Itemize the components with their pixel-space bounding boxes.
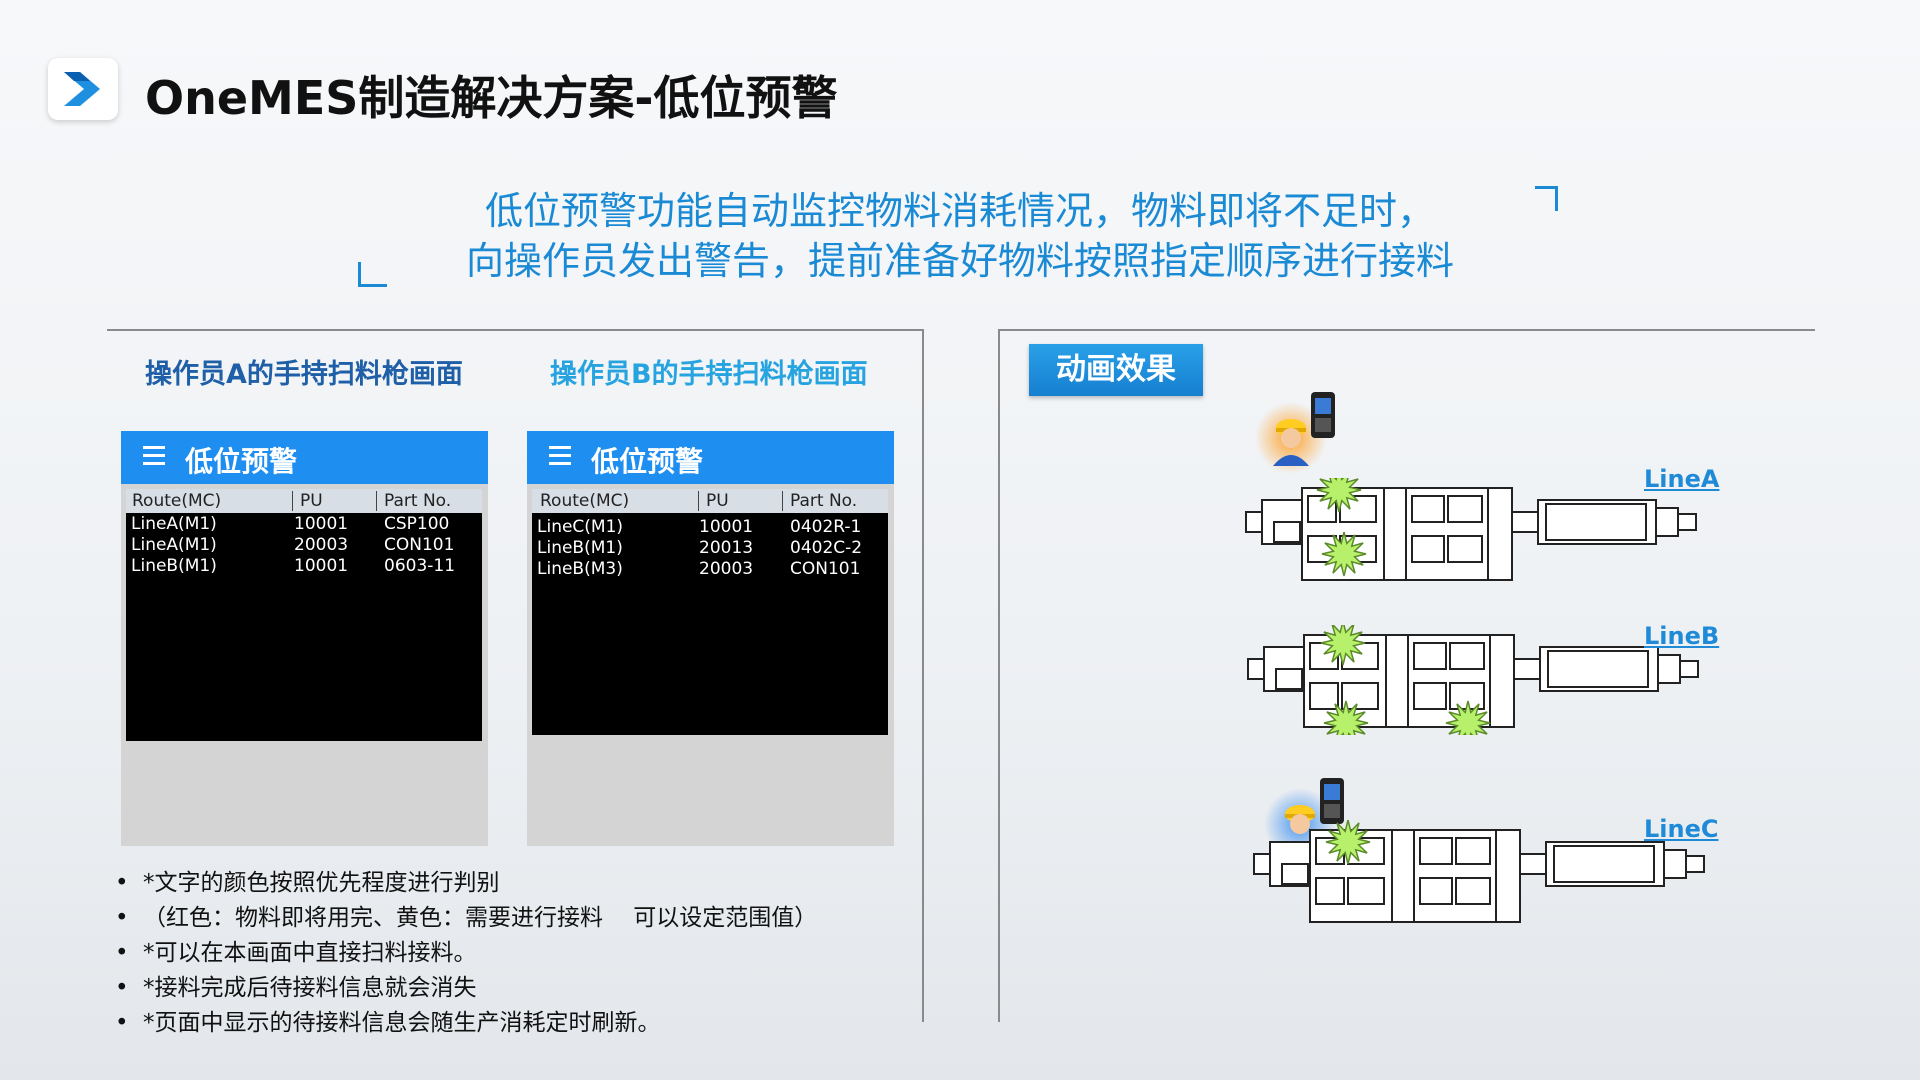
bracket-top-right bbox=[1535, 186, 1558, 211]
alert-burst-icon bbox=[1325, 820, 1371, 865]
list-item: *页面中显示的待接料信息会随生产消耗定时刷新。 bbox=[115, 1006, 817, 1041]
col-route: Route(MC) bbox=[540, 491, 630, 511]
bracket-bottom-left bbox=[358, 262, 387, 287]
alert-burst-icon bbox=[1320, 625, 1366, 666]
operator-a-label: 操作员A的手持扫料枪画面 bbox=[145, 359, 463, 390]
intro-line-2: 向操作员发出警告，提前准备好物料按照指定顺序进行接料 bbox=[465, 239, 1454, 283]
alert-table-b: Route(MC) PU Part No. LineC(M1) 10001 04… bbox=[532, 489, 888, 735]
screen-header-a: 低位预警 bbox=[121, 431, 488, 484]
animation-label: 动画效果 bbox=[1029, 344, 1203, 396]
table-row[interactable]: LineB(M1) 10001 0603-11 bbox=[131, 556, 456, 576]
table-header-b: Route(MC) PU Part No. bbox=[532, 489, 888, 513]
table-header-a: Route(MC) PU Part No. bbox=[126, 489, 482, 513]
alert-burst-icon bbox=[1323, 700, 1369, 735]
list-item: *接料完成后待接料信息就会消失 bbox=[115, 971, 817, 1006]
handheld-screen-a: 低位预警 Route(MC) PU Part No. LineA(M1) 100… bbox=[121, 431, 488, 846]
col-pu: PU bbox=[706, 491, 729, 511]
alert-burst-icon bbox=[1316, 478, 1362, 513]
left-panel-top-border bbox=[107, 329, 922, 331]
hamburger-menu-icon[interactable] bbox=[143, 446, 165, 470]
col-part: Part No. bbox=[790, 491, 858, 511]
operator-b-label: 操作员B的手持扫料枪画面 bbox=[550, 359, 868, 390]
production-line-machine bbox=[1247, 625, 1699, 735]
col-part: Part No. bbox=[384, 491, 452, 511]
hamburger-menu-icon[interactable] bbox=[549, 446, 571, 470]
col-route: Route(MC) bbox=[132, 491, 222, 511]
chevron-right-icon bbox=[64, 72, 100, 106]
table-row[interactable]: LineB(M1) 20013 0402C-2 bbox=[537, 538, 863, 558]
production-line-machine bbox=[1245, 478, 1697, 581]
handheld-screen-b: 低位预警 Route(MC) PU Part No. LineC(M1) 100… bbox=[527, 431, 894, 846]
line-c-label: LineC bbox=[1644, 815, 1719, 843]
screen-title-b: 低位预警 bbox=[591, 445, 704, 478]
intro-line-1: 低位预警功能自动监控物料消耗情况，物料即将不足时， bbox=[484, 189, 1435, 233]
line-b-label: LineB bbox=[1644, 622, 1720, 650]
production-line-machine bbox=[1253, 820, 1705, 923]
page-title: OneMES制造解决方案-低位预警 bbox=[145, 71, 838, 125]
notes-list: *文字的颜色按照优先程度进行判别 （红色：物料即将用完、黄色：需要进行接料 可以… bbox=[115, 866, 817, 1041]
left-panel-right-border bbox=[922, 329, 924, 1022]
alert-burst-icon bbox=[1445, 700, 1491, 735]
alert-table-a: Route(MC) PU Part No. LineA(M1) 10001 CS… bbox=[126, 489, 482, 741]
screen-title-a: 低位预警 bbox=[185, 445, 298, 478]
table-row[interactable]: LineC(M1) 10001 0402R-1 bbox=[537, 517, 862, 537]
list-item: *可以在本画面中直接扫料接料。 bbox=[115, 936, 817, 971]
line-a-label: LineA bbox=[1644, 465, 1720, 493]
worker-with-scanner-icon bbox=[1255, 392, 1335, 474]
screen-header-b: 低位预警 bbox=[527, 431, 894, 484]
intro-text: 低位预警功能自动监控物料消耗情况，物料即将不足时， 向操作员发出警告，提前准备好… bbox=[360, 186, 1560, 286]
table-row[interactable]: LineA(M1) 20003 CON101 bbox=[131, 535, 455, 555]
right-panel-top-border bbox=[998, 329, 1815, 331]
list-item: *文字的颜色按照优先程度进行判别 bbox=[115, 866, 817, 901]
list-item: （红色：物料即将用完、黄色：需要进行接料 可以设定范围值） bbox=[115, 901, 817, 936]
table-row[interactable]: LineA(M1) 10001 CSP100 bbox=[131, 514, 450, 534]
table-row[interactable]: LineB(M3) 20003 CON101 bbox=[537, 559, 861, 579]
col-pu: PU bbox=[300, 491, 323, 511]
right-panel-left-border bbox=[998, 329, 1000, 1022]
alert-burst-icon bbox=[1321, 531, 1367, 577]
app-logo bbox=[48, 58, 118, 120]
